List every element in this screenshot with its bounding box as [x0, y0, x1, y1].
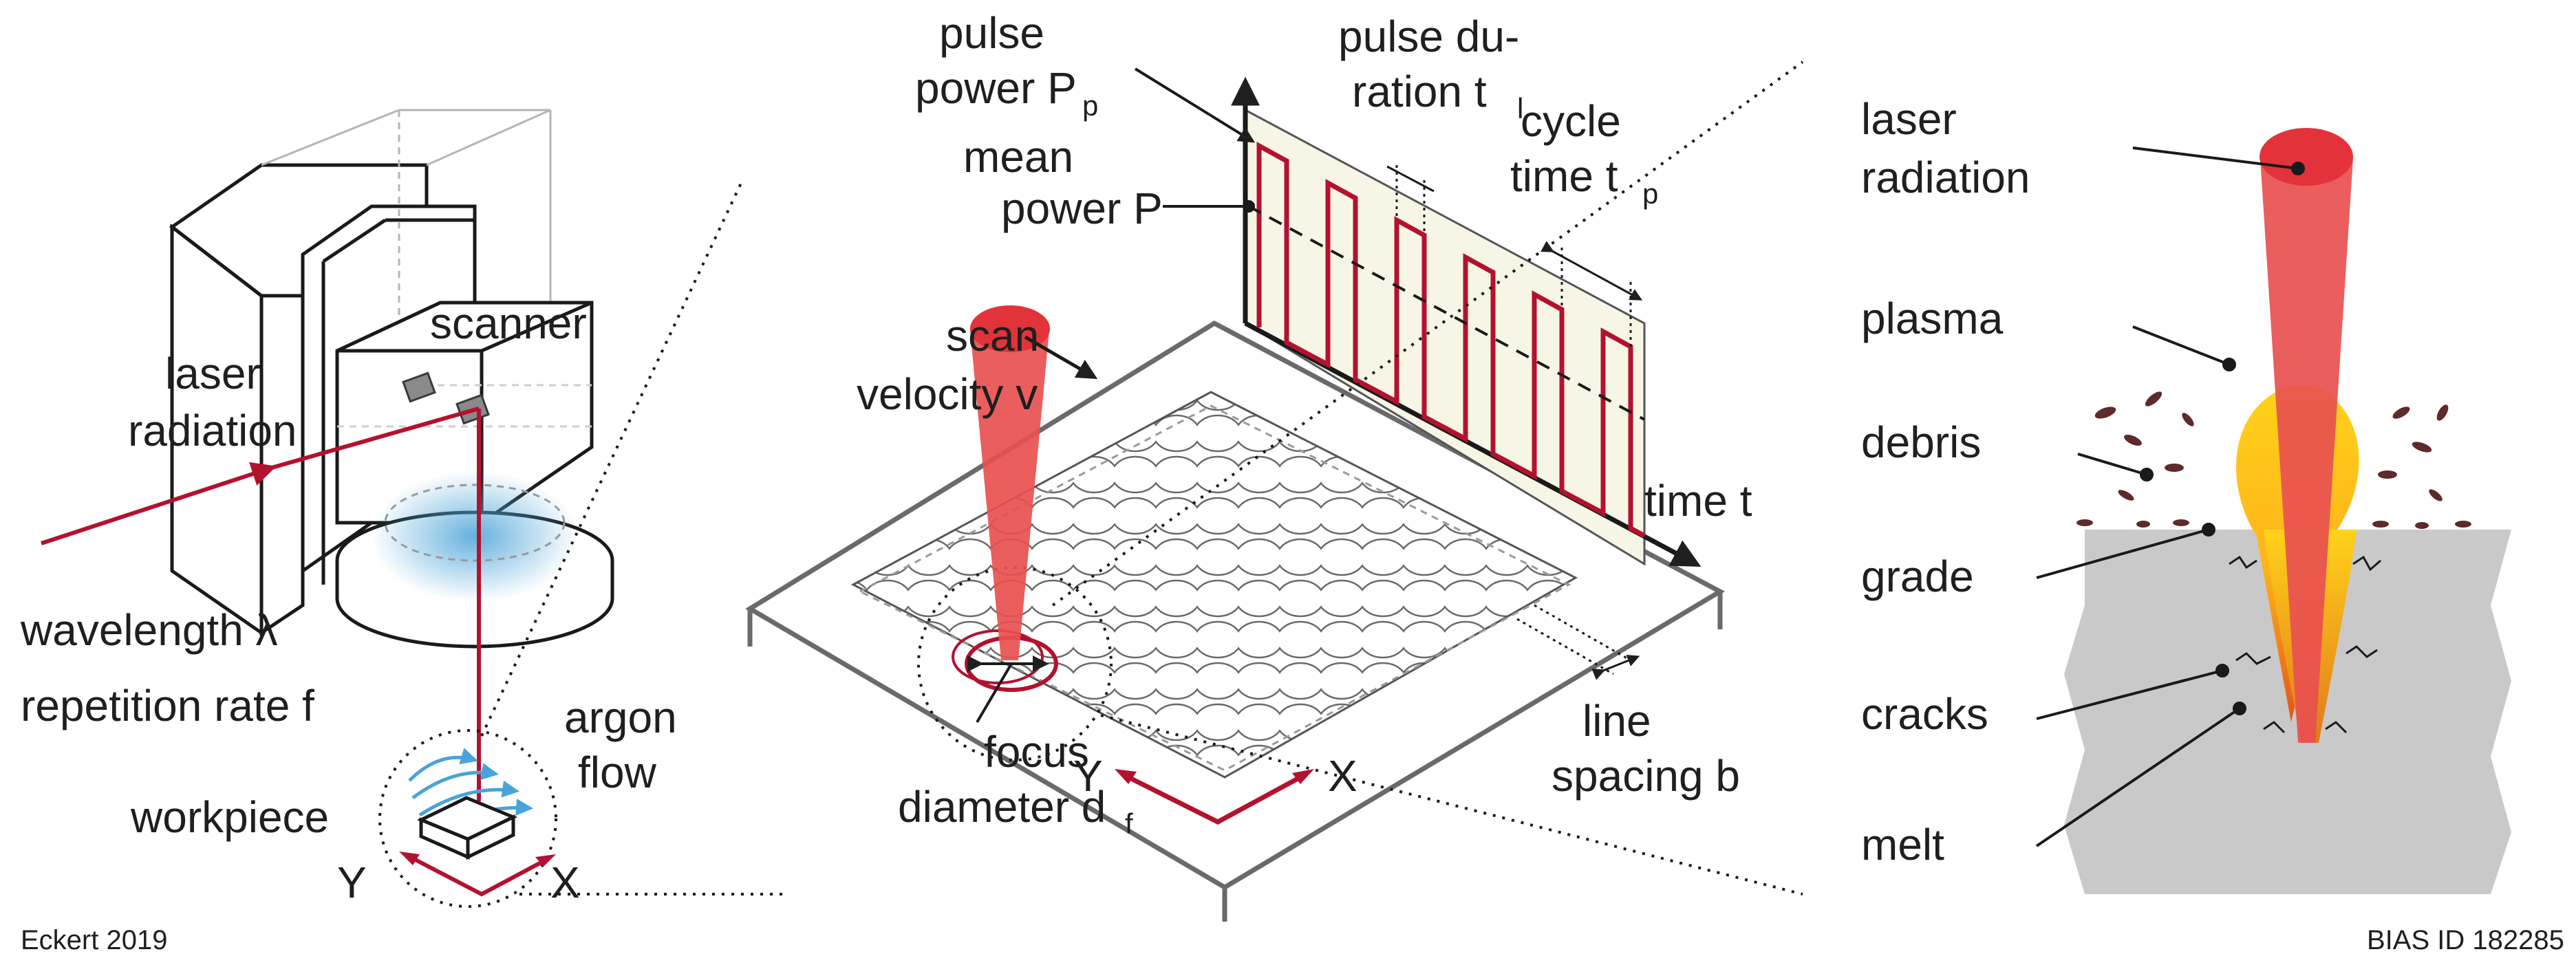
credit-right: BIAS ID 182285	[2367, 925, 2564, 955]
svg-text:power P: power P	[915, 63, 1077, 113]
pulse-power-subscript: p	[1082, 89, 1098, 122]
debris-label: debris	[1861, 417, 1981, 467]
argon-label-2: flow	[578, 748, 657, 797]
f-theta-lens	[335, 471, 614, 649]
workpiece-section	[2064, 530, 2511, 894]
pulse-duration-label: pulse du-	[1338, 12, 1519, 61]
right-leaders	[2035, 147, 2305, 847]
repetition-rate-label: repetition rate f	[21, 681, 314, 730]
laser-cone-right	[2260, 128, 2353, 743]
time-axis-label: time t	[1644, 476, 1752, 525]
right-laser-label: laser	[1861, 94, 1957, 144]
cycle-time-subscript: p	[1642, 177, 1658, 210]
scan-table	[745, 320, 1726, 922]
pulse-power-label-2: power P p	[915, 63, 1098, 122]
cycle-time-label-2: time t p	[1510, 151, 1658, 210]
scanner-label: scanner	[430, 299, 587, 348]
center-leaders	[976, 67, 1256, 724]
focus-diameter-label-2: diameter d f	[898, 782, 1133, 840]
zoom-lines-right	[1051, 61, 1804, 896]
argon-flow-zone	[378, 729, 557, 908]
zoom-lines-left	[480, 178, 784, 896]
mean-power-line	[1248, 205, 1645, 421]
wavelength-label: wavelength λ	[20, 605, 278, 655]
scan-velocity-label-2: velocity v	[857, 369, 1038, 419]
laser-cone-center	[970, 305, 1098, 660]
line-spacing-label: line	[1582, 696, 1651, 746]
cracks	[2229, 555, 2381, 734]
pulse-duration-label-2: ration t l	[1352, 67, 1523, 124]
cracks-label: cracks	[1861, 689, 1988, 739]
pulse-duration-subscript: l	[1517, 92, 1523, 124]
line-spacing-label-2: spacing b	[1552, 751, 1740, 801]
scan-velocity-label: scan	[946, 311, 1039, 360]
mean-power-label-2: power P	[1001, 184, 1163, 233]
axis-x-left-label: X	[550, 858, 580, 907]
debris-particles	[2076, 391, 2471, 529]
line-spacing-marker	[1516, 604, 1640, 680]
axis-y-center-label: Y	[1073, 751, 1103, 801]
laser-beam-left	[41, 406, 481, 801]
pulse-train	[1256, 142, 1646, 539]
laser-radiation-label-left-2: radiation	[128, 406, 297, 455]
grade-label: grade	[1861, 552, 1974, 601]
focus-diameter-label: focus	[984, 727, 1089, 777]
ablation-panel: laser radiation plasma debris grade crac…	[1861, 94, 2564, 955]
machine-panel: laser radiation scanner wavelength λ rep…	[20, 109, 784, 955]
axis-y-left-label: Y	[337, 858, 367, 907]
plasma-label: plasma	[1861, 294, 2004, 343]
svg-text:diameter d: diameter d	[898, 782, 1106, 832]
melt-label: melt	[1861, 820, 1944, 869]
pulse-panel	[1231, 76, 1702, 567]
cycle-time-label: cycle	[1521, 96, 1621, 146]
right-laser-label-2: radiation	[1861, 153, 2030, 202]
focus-diameter-subscript: f	[1125, 807, 1133, 840]
scan-panel: pulse power P p mean power P pulse du- r…	[745, 8, 1804, 922]
mean-power-label: mean	[963, 132, 1073, 182]
axes-left	[411, 856, 545, 897]
pulse-power-label: pulse	[939, 8, 1044, 58]
laser-radiation-label-left: laser	[165, 349, 261, 398]
svg-text:time t: time t	[1510, 151, 1618, 201]
argon-label: argon	[564, 693, 677, 742]
axis-x-center-label: X	[1328, 751, 1357, 801]
credit-left: Eckert 2019	[21, 925, 167, 955]
svg-text:ration t: ration t	[1352, 67, 1487, 116]
axes-center	[1115, 769, 1314, 825]
workpiece-label: workpiece	[130, 792, 329, 842]
